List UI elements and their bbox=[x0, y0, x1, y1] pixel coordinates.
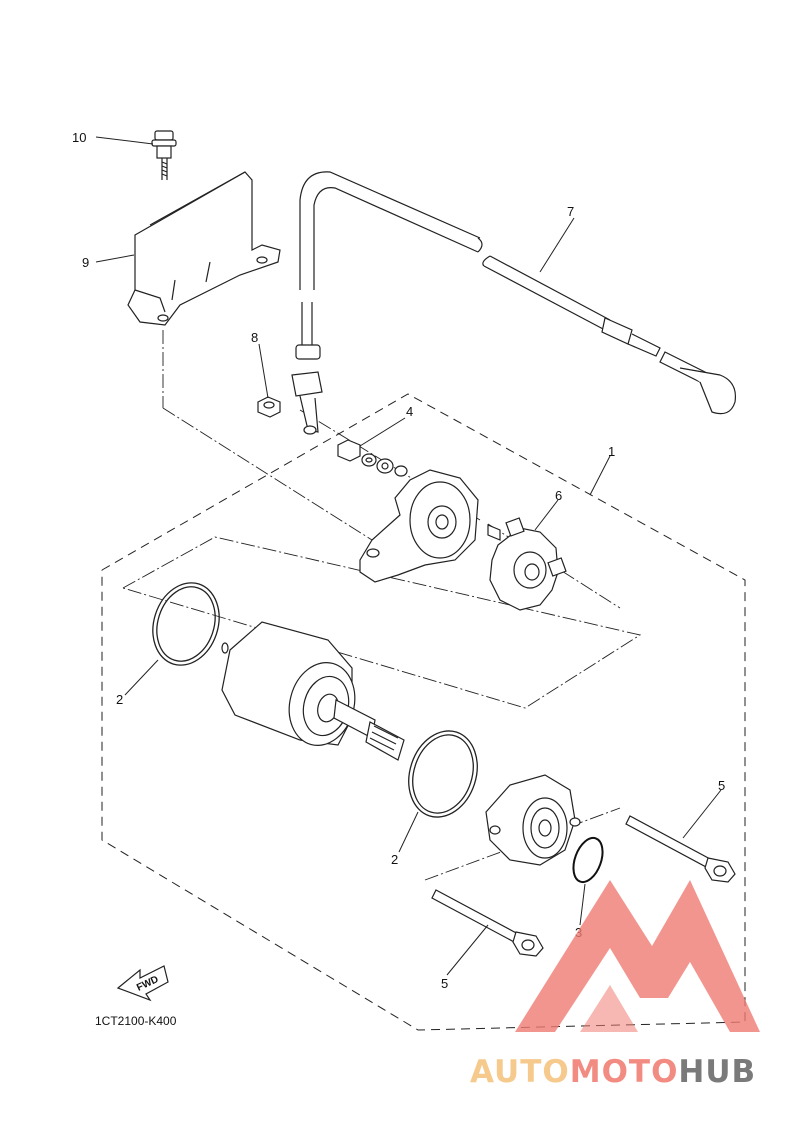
watermark-auto: AUTO bbox=[470, 1054, 570, 1090]
o-ring-part-2-lower bbox=[408, 730, 478, 818]
callout-4: 4 bbox=[406, 404, 413, 419]
callout-6: 6 bbox=[555, 488, 562, 503]
callout-5-upper: 5 bbox=[718, 778, 725, 793]
assembly-boundary bbox=[101, 393, 746, 1031]
motor-end-cover bbox=[359, 469, 479, 583]
motor-front-cover bbox=[485, 774, 581, 866]
callout-2-lower: 2 bbox=[391, 852, 398, 867]
bolt-part-10 bbox=[151, 130, 177, 180]
nut-washers-part-4 bbox=[337, 439, 408, 477]
o-ring-part-2-upper bbox=[152, 582, 220, 666]
diagram-part-code: 1CT2100-K400 bbox=[95, 1014, 177, 1028]
long-bolt-part-5-upper bbox=[625, 815, 736, 883]
motor-yoke bbox=[221, 621, 405, 761]
callout-9: 9 bbox=[82, 255, 89, 270]
watermark-hub: HUB bbox=[678, 1054, 756, 1090]
watermark-logo-icon bbox=[515, 880, 760, 1032]
brush-holder-part-6 bbox=[487, 517, 567, 611]
callout-8: 8 bbox=[251, 330, 258, 345]
callout-5-lower: 5 bbox=[441, 976, 448, 991]
callout-7: 7 bbox=[567, 204, 574, 219]
callout-leaders bbox=[95, 136, 722, 976]
starter-cable-part-7 bbox=[291, 171, 737, 435]
fwd-arrow-icon: FWD bbox=[116, 965, 169, 1002]
watermark-moto: MOTO bbox=[570, 1054, 679, 1090]
bracket-part-9 bbox=[127, 171, 281, 326]
callout-10: 10 bbox=[72, 130, 86, 145]
long-bolt-part-5-lower bbox=[431, 889, 544, 957]
o-ring-part-3 bbox=[572, 836, 604, 884]
callout-2-upper: 2 bbox=[116, 692, 123, 707]
nut-part-8 bbox=[257, 396, 281, 418]
callout-1: 1 bbox=[608, 444, 615, 459]
watermark-brand: AUTOMOTOHUB bbox=[470, 1054, 756, 1090]
